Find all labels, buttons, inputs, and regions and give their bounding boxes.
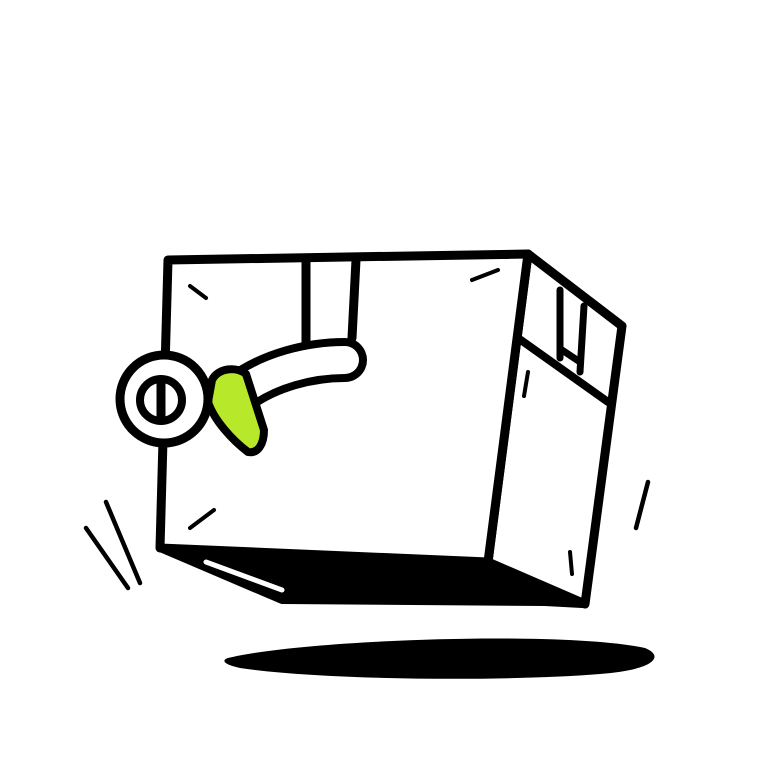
motion-line-right (633, 479, 651, 531)
box-front-face (155, 249, 533, 567)
box-side-flap-line (514, 334, 612, 406)
box-front-tape (301, 255, 361, 350)
box-hand-accent (204, 365, 268, 457)
motion-lines (83, 479, 651, 591)
motion-line-left-2 (103, 499, 143, 586)
ground-shadow (224, 638, 655, 679)
motion-line-left-1 (83, 525, 131, 591)
box-side-tape (556, 286, 588, 376)
box-detail-ticks (188, 268, 574, 576)
box-bottom-highlight (203, 559, 285, 593)
